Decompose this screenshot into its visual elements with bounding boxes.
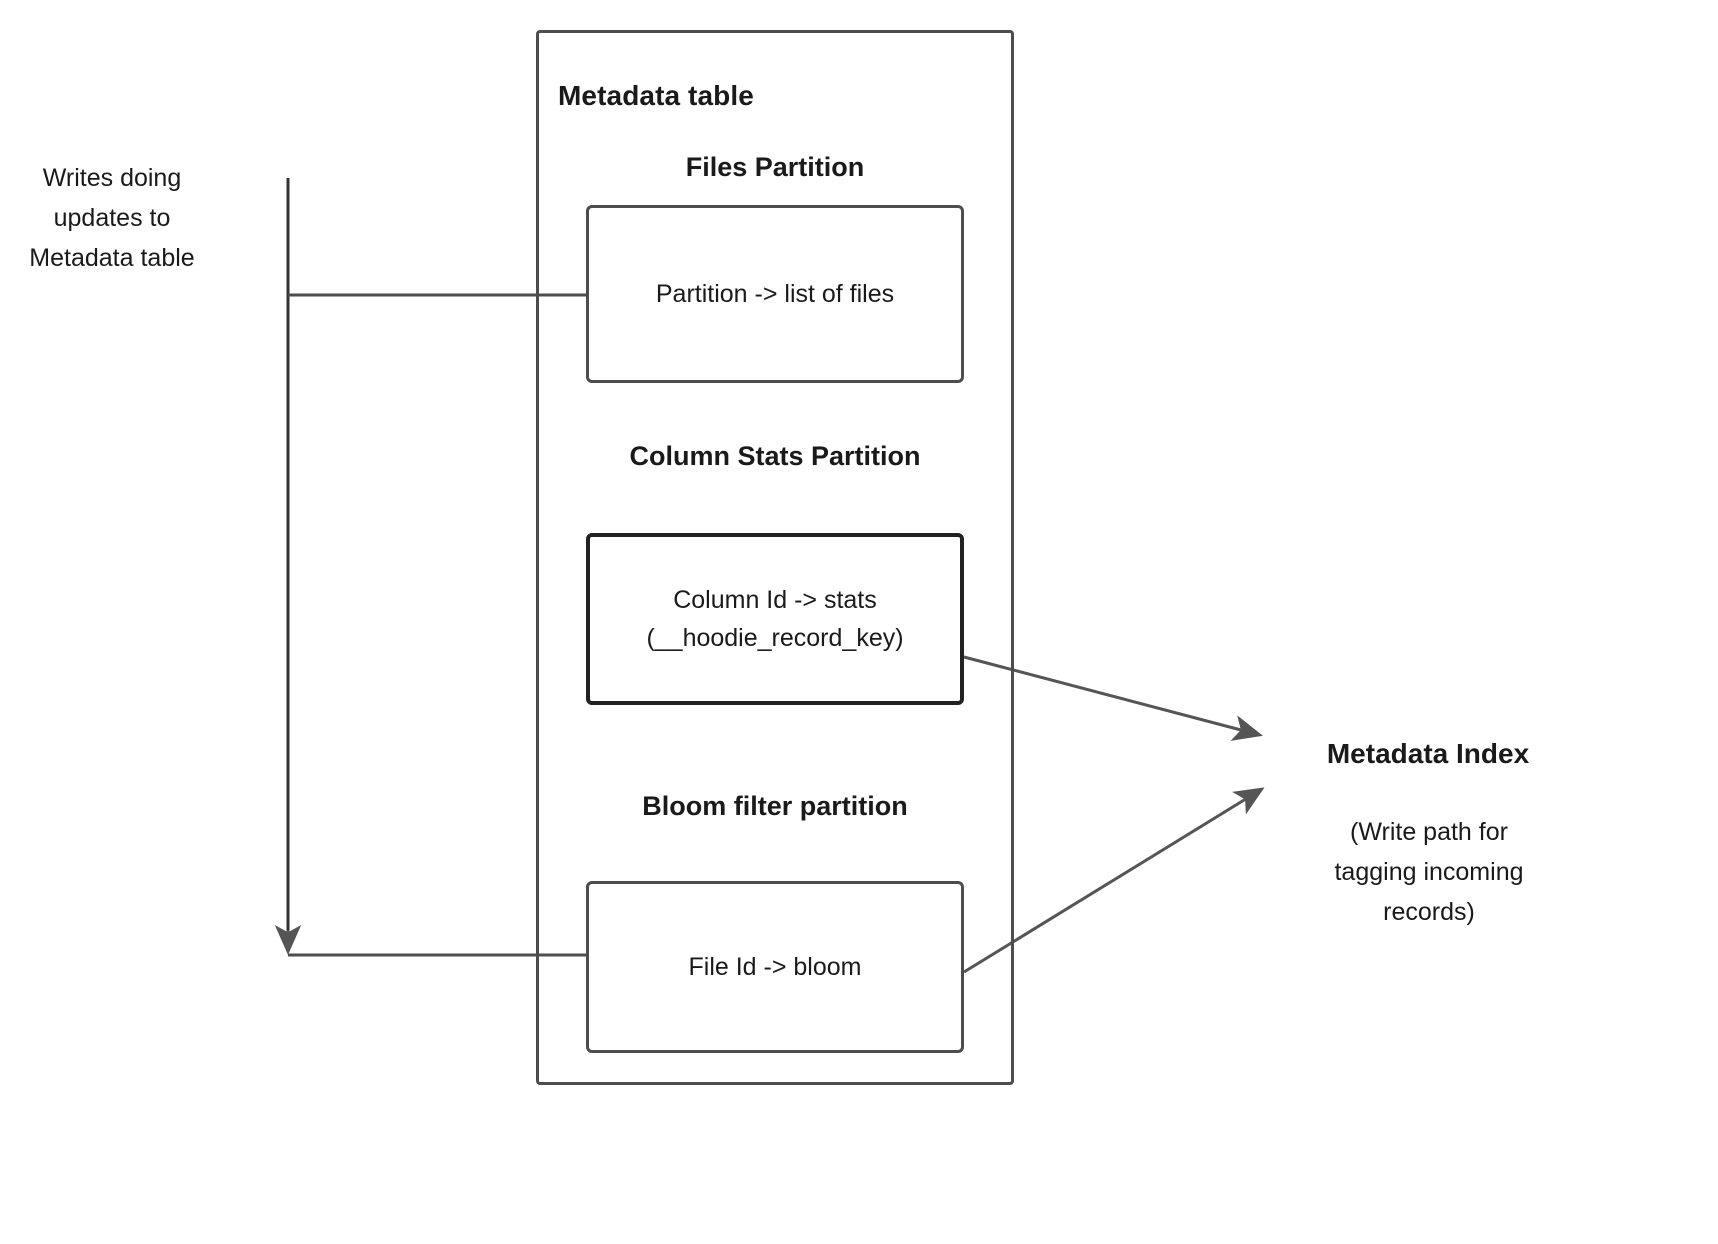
metadata-table-container — [536, 30, 1014, 1085]
metadata-index-subtitle: (Write path for tagging incoming records… — [1334, 818, 1524, 926]
metadata-index-title: Metadata Index — [1326, 738, 1530, 769]
bloom-filter-partition-heading: Bloom filter partition — [642, 791, 908, 821]
bloom-filter-box[interactable]: File Id -> bloom — [586, 881, 964, 1053]
column-stats-partition-heading: Column Stats Partition — [629, 441, 921, 471]
metadata-table-title: Metadata table — [558, 80, 754, 111]
writes-annotation-label: Writes doing updates to Metadata table — [29, 164, 195, 272]
files-partition-box[interactable]: Partition -> list of files — [586, 205, 964, 383]
files-partition-heading: Files Partition — [685, 152, 865, 182]
column-stats-box[interactable]: Column Id -> stats (__hoodie_record_key) — [586, 533, 964, 705]
